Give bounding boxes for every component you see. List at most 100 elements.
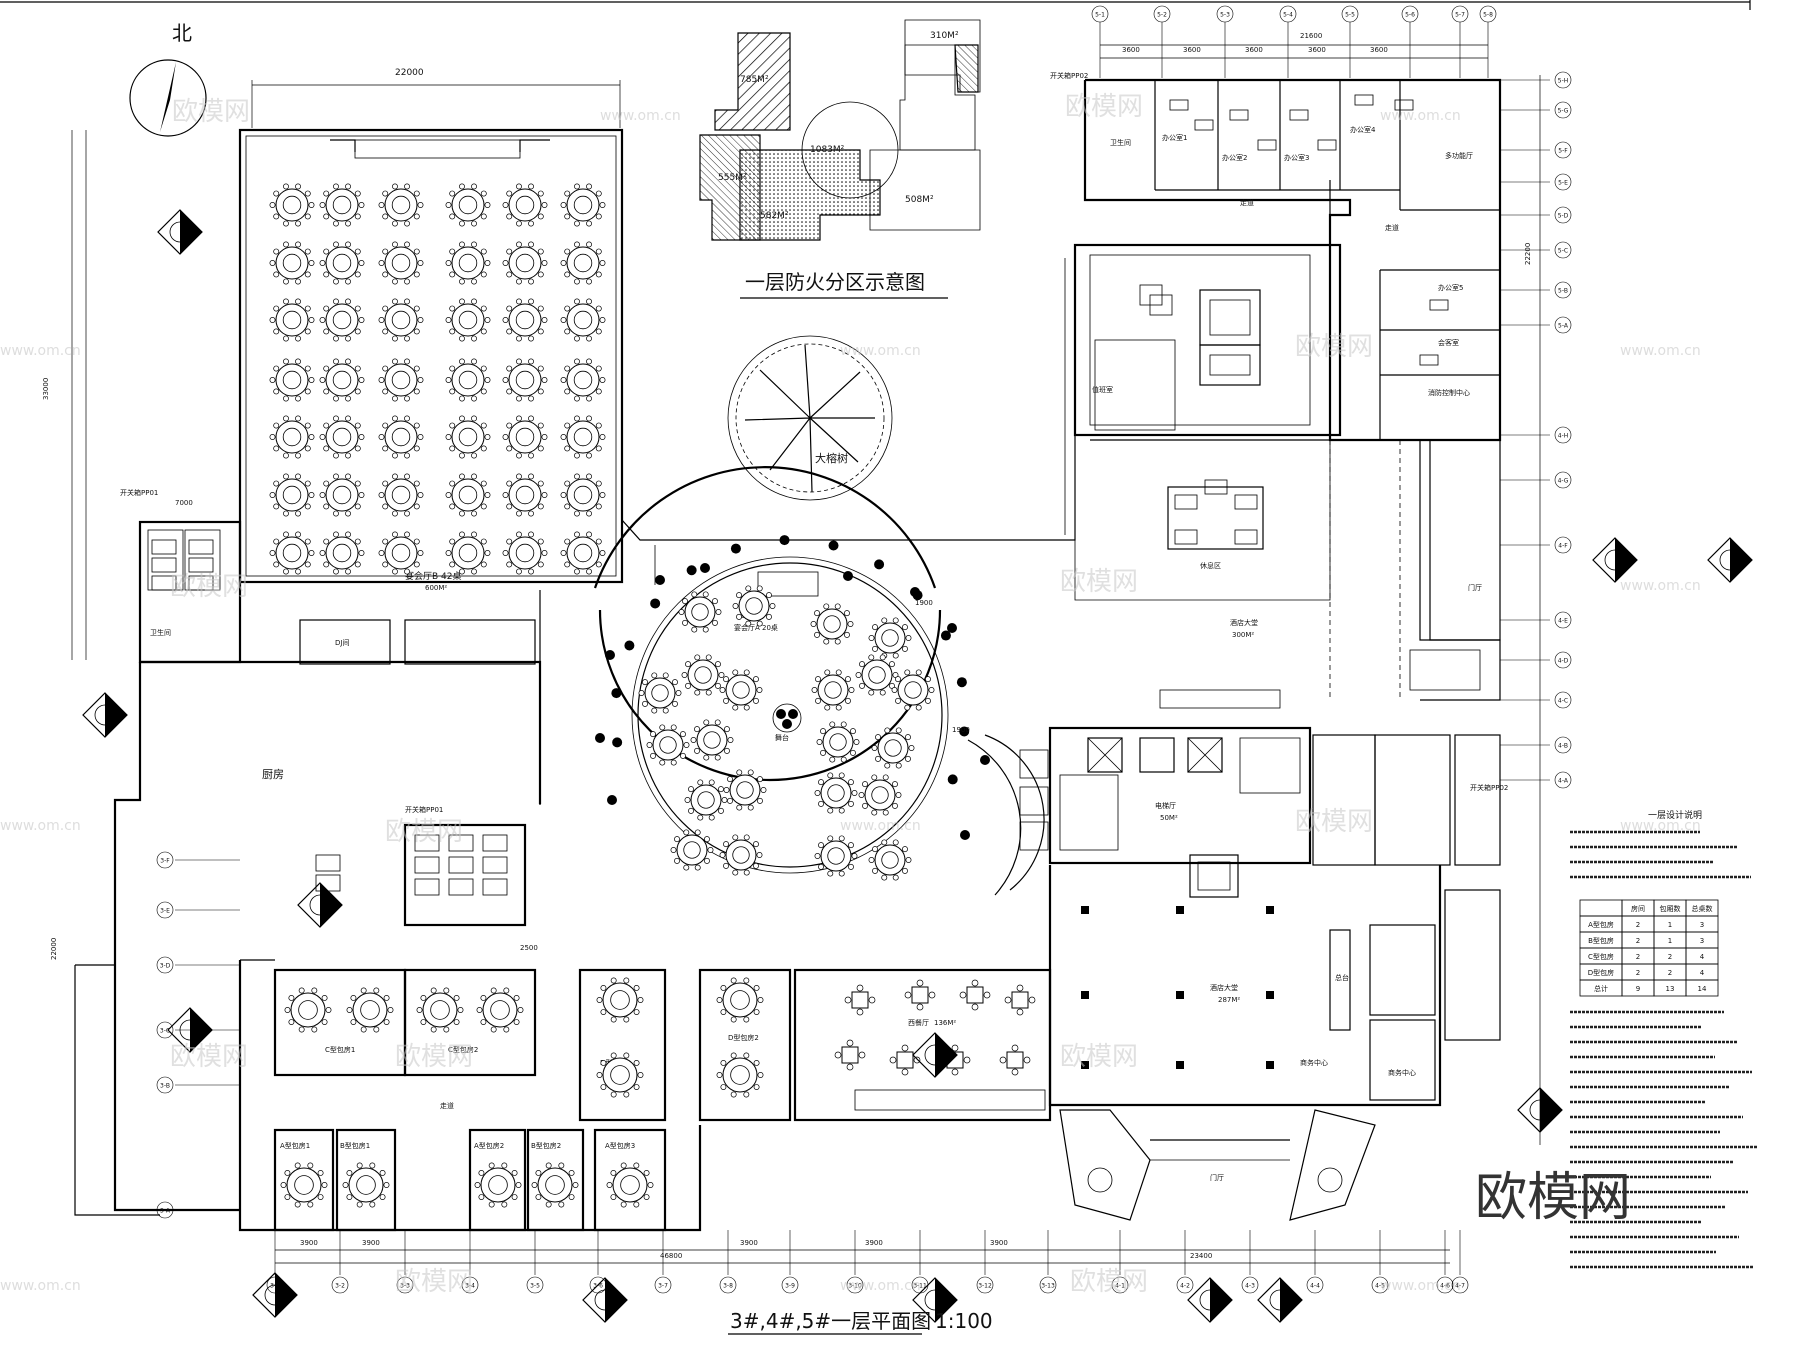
legend-cell: 2 (1636, 921, 1640, 929)
svg-text:3-5: 3-5 (530, 1283, 540, 1290)
fire-zone-6 (699, 134, 761, 241)
private-room-table (476, 987, 524, 1033)
banquet-b-table (560, 415, 606, 459)
svg-text:DJ间: DJ间 (335, 639, 349, 647)
banquet-a-table (816, 721, 860, 763)
svg-text:3900: 3900 (300, 1239, 318, 1247)
svg-text:5-2: 5-2 (1157, 12, 1167, 19)
office-desk (1429, 299, 1449, 311)
banquet-b-table (378, 183, 424, 227)
banquet-a-table (638, 672, 682, 714)
svg-text:22000: 22000 (50, 938, 58, 960)
toilet-stall (151, 539, 177, 555)
svg-text:22200: 22200 (1524, 243, 1532, 265)
grid-bubble-3-B: 3-B (156, 1076, 174, 1094)
grid-bubble-3-C: 3-C (156, 1021, 174, 1039)
svg-text:商务中心: 商务中心 (1300, 1058, 1328, 1067)
grid-bubble-3-D: 3-D (156, 956, 174, 974)
svg-text:3-10: 3-10 (848, 1283, 862, 1290)
grid-bubble-5-H: 5-H (1554, 71, 1572, 89)
banquet-b-table (560, 183, 606, 227)
svg-text:3600: 3600 (1370, 46, 1388, 54)
office-desk (1229, 109, 1249, 121)
svg-text:www.om.cn: www.om.cn (0, 343, 81, 359)
svg-text:多功能厅: 多功能厅 (1445, 151, 1473, 160)
banquet-b-table (502, 183, 548, 227)
svg-text:3600: 3600 (1245, 46, 1263, 54)
banquet-a-table (855, 654, 899, 696)
legend-cell: 2 (1636, 969, 1640, 977)
svg-text:3-6: 3-6 (593, 1283, 603, 1290)
svg-text:3900: 3900 (362, 1239, 380, 1247)
column (624, 640, 635, 651)
svg-text:46800: 46800 (660, 1252, 682, 1260)
banquet-b-table (560, 473, 606, 517)
svg-text:1083M²: 1083M² (810, 145, 845, 155)
banquet-b-table (445, 358, 491, 402)
legend-cell: 房间 (1631, 904, 1645, 913)
banquet-b-table (378, 415, 424, 459)
banquet-b-table (319, 415, 365, 459)
column (607, 795, 617, 805)
svg-text:3-A: 3-A (160, 1208, 171, 1215)
svg-text:欧模网: 欧模网 (1295, 807, 1373, 837)
grid-bubble-3-E: 3-E (156, 901, 174, 919)
private-room-table (474, 1162, 522, 1208)
grid-bubble-4-4: 4-4 (1306, 1276, 1324, 1294)
svg-text:办公室2: 办公室2 (1222, 153, 1247, 162)
svg-text:4-B: 4-B (1558, 743, 1568, 750)
banquet-a-table (723, 769, 767, 811)
sofa (1234, 529, 1258, 545)
svg-text:4-5: 4-5 (1375, 1283, 1385, 1290)
office-desk (1169, 99, 1189, 111)
legend-cell: 13 (1666, 985, 1675, 993)
svg-text:办公室4: 办公室4 (1350, 125, 1376, 134)
private-room-table (716, 977, 764, 1023)
banquet-a-table (719, 669, 763, 711)
svg-text:A型包房3: A型包房3 (605, 1141, 635, 1150)
svg-text:3-E: 3-E (160, 908, 170, 915)
grid-bubble-4-H: 4-H (1554, 426, 1572, 444)
svg-text:4-4: 4-4 (1310, 1283, 1320, 1290)
toilet-stall (188, 557, 214, 573)
svg-text:1900: 1900 (915, 599, 933, 607)
private-room-table (416, 987, 464, 1033)
banquet-b-table (378, 473, 424, 517)
svg-text:欧模网: 欧模网 (172, 97, 250, 127)
svg-text:3900: 3900 (990, 1239, 1008, 1247)
svg-text:www.om.cn: www.om.cn (840, 1278, 921, 1294)
svg-text:www.om.cn: www.om.cn (1620, 343, 1701, 359)
legend-cell: C型包房 (1588, 952, 1614, 961)
banquet-b-table (502, 415, 548, 459)
column (686, 565, 697, 576)
cafe-table (959, 979, 991, 1011)
svg-text:西餐厅: 西餐厅 (908, 1018, 929, 1027)
svg-text:3-7: 3-7 (658, 1283, 668, 1290)
bottom-dimensions: 46800 23400 3900 3900 3900 3900 3900 3-1… (266, 1230, 1469, 1294)
svg-text:5-4: 5-4 (1283, 12, 1293, 19)
sofa (1234, 494, 1258, 510)
svg-text:3-9: 3-9 (785, 1283, 795, 1290)
svg-text:4-1: 4-1 (1115, 1283, 1125, 1290)
elevator-core: 电梯厅 50M² 开关箱PP02 (1048, 726, 1508, 898)
column (650, 598, 661, 609)
svg-text:www.om.cn: www.om.cn (1380, 1278, 1461, 1294)
column (655, 575, 665, 585)
banquet-b-table (319, 358, 365, 402)
banquet-b-table (445, 183, 491, 227)
svg-text:休息区: 休息区 (1200, 561, 1221, 570)
column (956, 677, 967, 688)
grid-bubble-5-8: 5-8 (1479, 5, 1497, 23)
svg-text:5-H: 5-H (1558, 78, 1569, 85)
svg-text:287M²: 287M² (1218, 996, 1240, 1004)
svg-text:卫生间: 卫生间 (150, 628, 171, 637)
banquet-b-table (269, 473, 315, 517)
toilet-stall (448, 834, 474, 852)
grid-bubble-4-G: 4-G (1554, 471, 1572, 489)
meeting-suite: 值班室 (1073, 243, 1342, 437)
grid-bubble-4-1: 4-1 (1111, 1276, 1129, 1294)
sofa (1204, 479, 1228, 495)
svg-text:4-7: 4-7 (1455, 1283, 1465, 1290)
